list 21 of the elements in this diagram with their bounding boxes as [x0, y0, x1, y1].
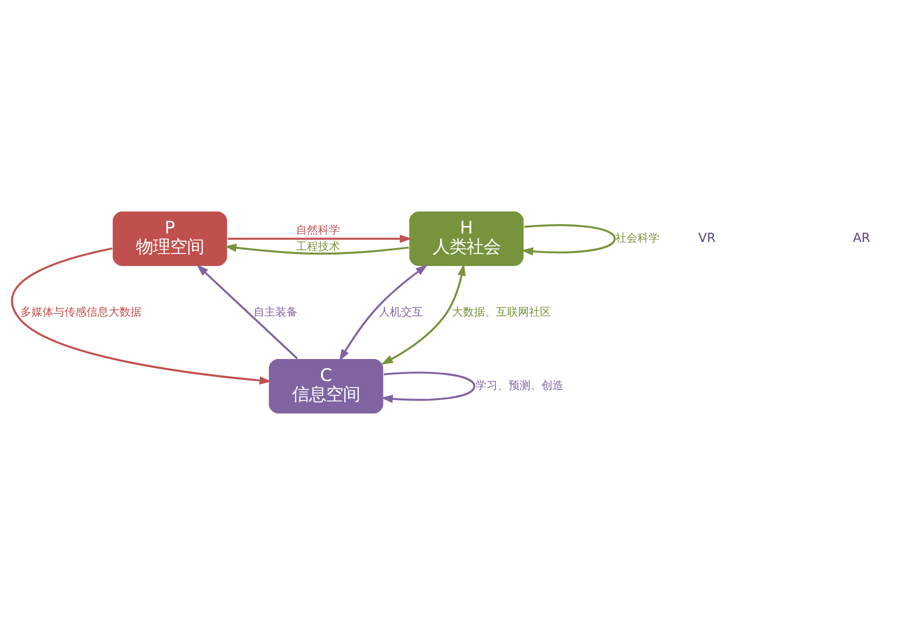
arrow	[10, 247, 272, 384]
arrow	[196, 264, 298, 359]
node-box: P 物理空间	[112, 210, 228, 266]
edge-label: 学习、预测、创造	[476, 378, 564, 392]
arrow	[228, 234, 412, 242]
arrow	[380, 371, 476, 402]
label: AR	[852, 229, 870, 244]
edge-label: 工程技术	[296, 239, 340, 252]
edge-label: 大数据、互联网社区	[452, 304, 552, 318]
arrow	[381, 263, 466, 364]
node-box: C 信息空间	[268, 358, 384, 414]
edge-label: 自主装备	[254, 304, 298, 318]
node-box: H 人类社会	[408, 210, 524, 266]
arrow	[224, 243, 409, 254]
edge-label: 自然科学	[296, 222, 340, 236]
edge-label: 人机交互	[378, 304, 423, 318]
arrow	[339, 264, 428, 361]
edge-label: 多媒体与传感信息大数据	[20, 304, 142, 318]
arrow	[521, 224, 616, 256]
edge-label: 社会科学	[616, 231, 660, 244]
label: VR	[698, 229, 716, 244]
